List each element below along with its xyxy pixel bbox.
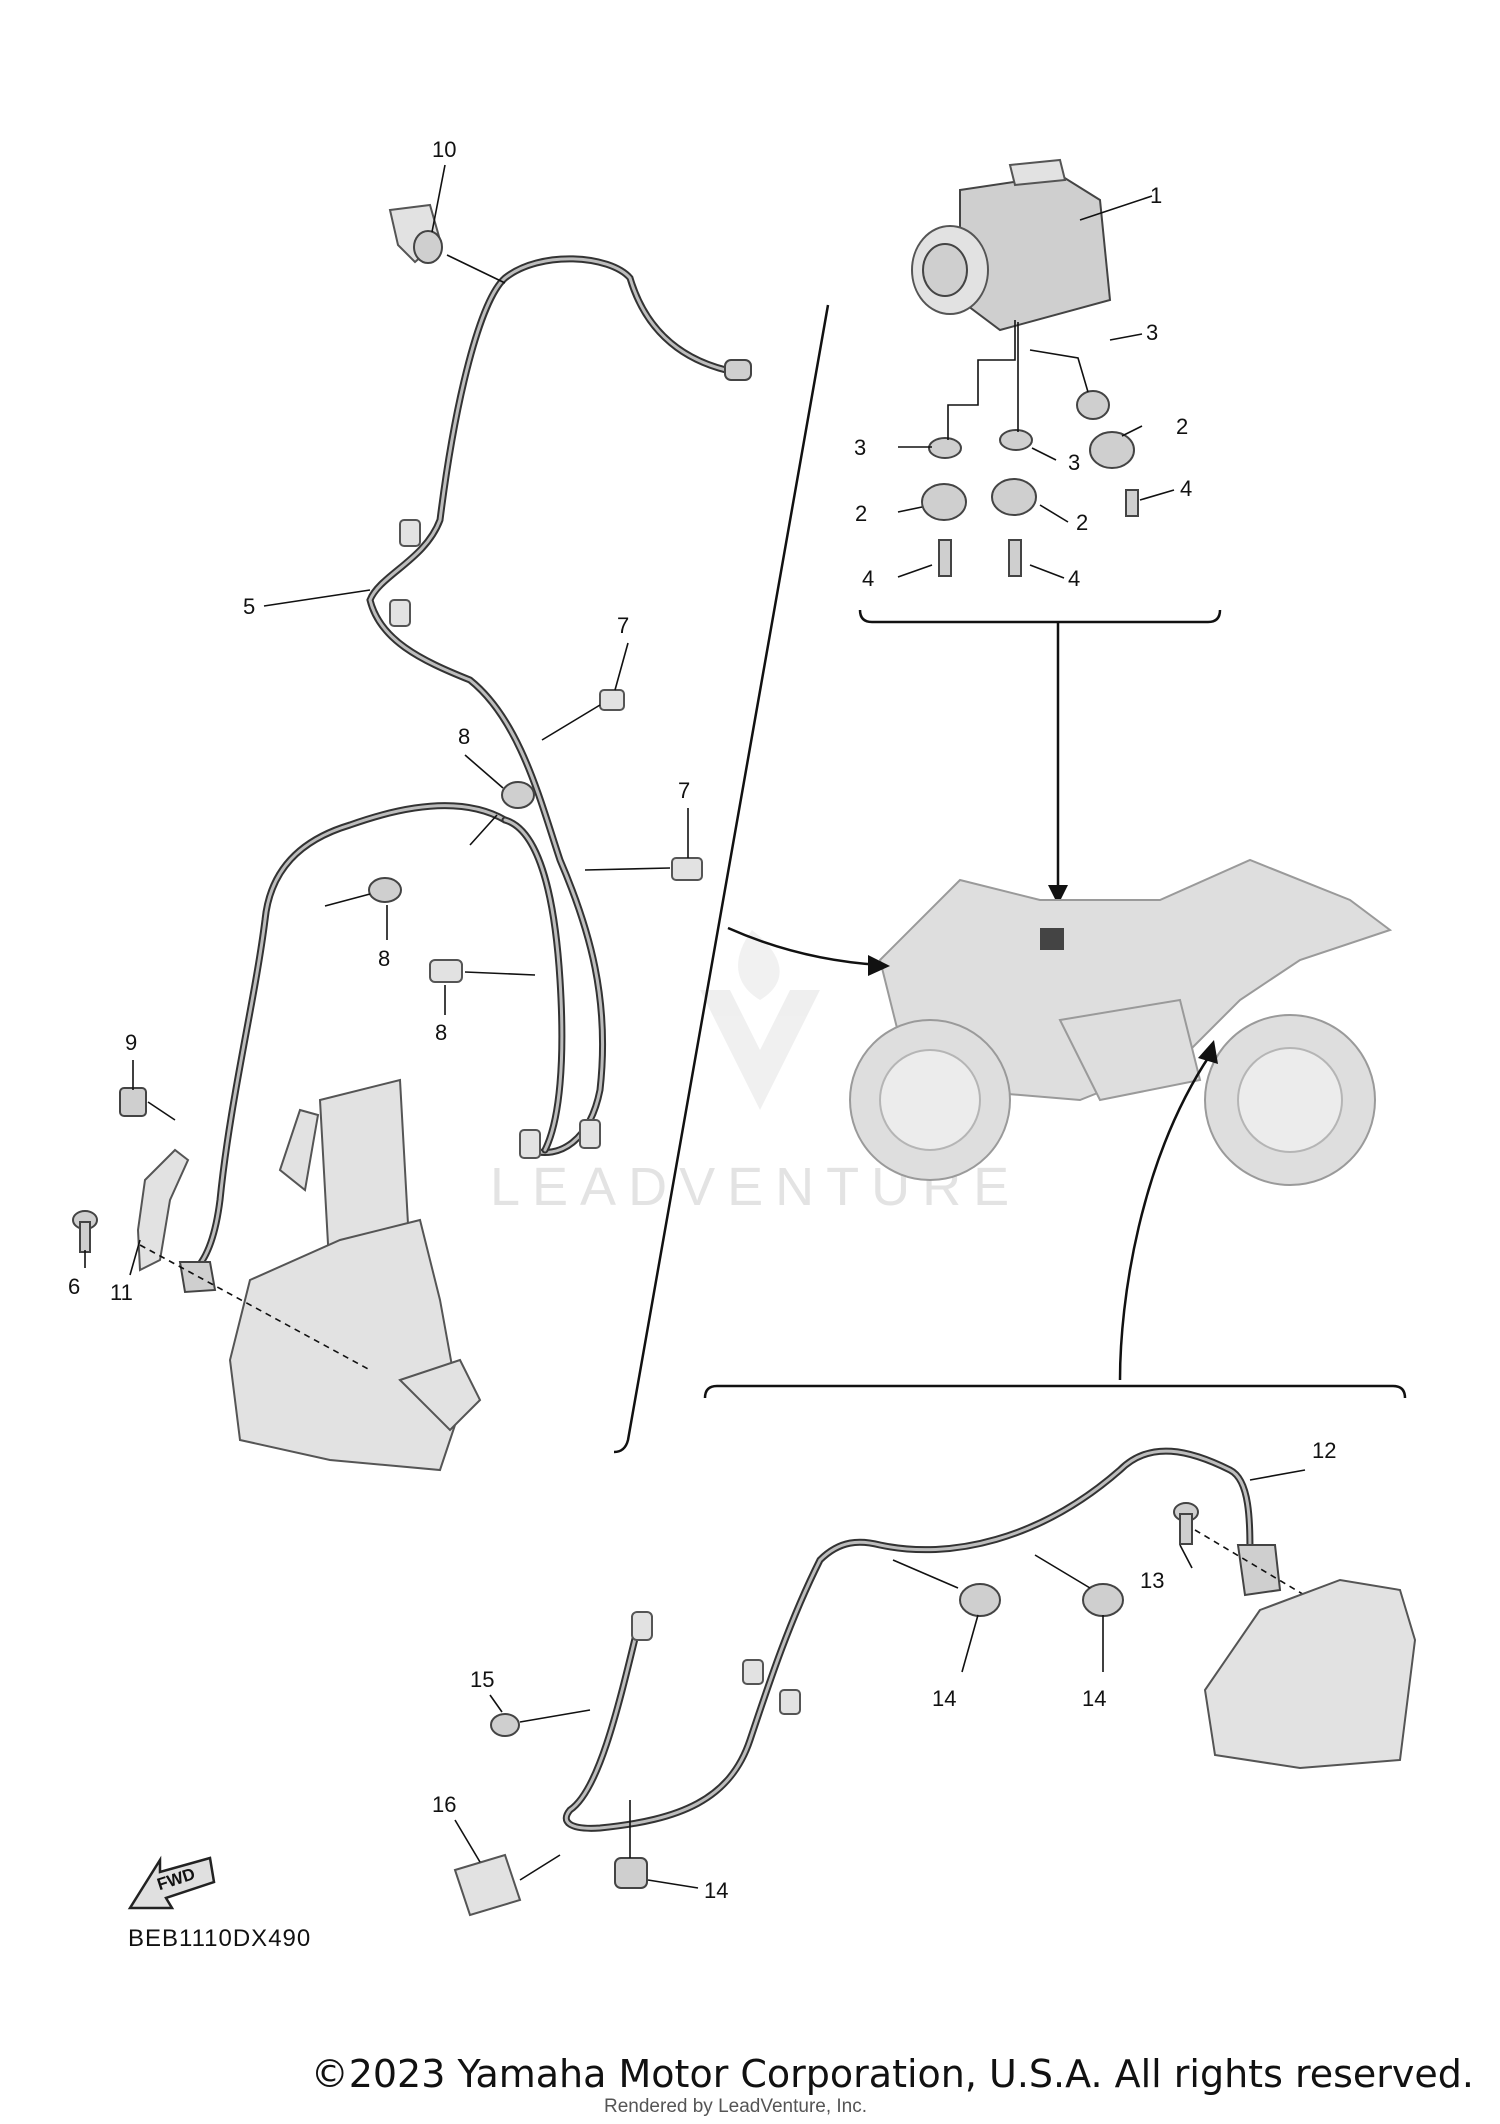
part-10-grommet [388, 203, 443, 264]
callout-5: 5 [243, 594, 255, 619]
abs-mount-parts [921, 390, 1139, 577]
copyright-notice: ©2023 Yamaha Motor Corporation, U.S.A. A… [310, 2052, 1474, 2096]
front-pointer-arrow [868, 955, 890, 976]
callout-3-left: 3 [854, 435, 866, 460]
callout-16: 16 [432, 1792, 456, 1817]
part-9-clamp [119, 1087, 147, 1117]
abs-pointer-arrow [1048, 885, 1068, 905]
part-14-clamp-b [1082, 1583, 1124, 1617]
front-fork-hub [228, 1078, 482, 1472]
part-8-grommet-b [368, 877, 402, 903]
part-6-bolt [72, 1210, 98, 1253]
callout-14-a: 14 [932, 1686, 956, 1711]
callout-9: 9 [125, 1030, 137, 1055]
callout-4-left: 4 [862, 566, 874, 591]
part-15-grommet [490, 1713, 520, 1737]
part-16-plate [453, 1853, 522, 1917]
part-13-bolt [1173, 1502, 1199, 1545]
rear-group-bracket [703, 1384, 1407, 1399]
part-8-grommet-a [501, 781, 535, 809]
callout-6: 6 [68, 1274, 80, 1299]
fwd-arrow-icon: FWD [127, 1855, 216, 1910]
callout-8-top: 8 [458, 724, 470, 749]
motorcycle-locator [849, 858, 1393, 1186]
section-divider [613, 304, 830, 1454]
callout-12: 12 [1312, 1438, 1336, 1463]
callout-14-b: 14 [1082, 1686, 1106, 1711]
front-wheel-sensor [178, 1261, 217, 1294]
callout-2-right: 2 [1176, 414, 1188, 439]
callout-10: 10 [432, 137, 456, 162]
callout-2-left: 2 [855, 501, 867, 526]
callout-13: 13 [1140, 1568, 1164, 1593]
part-1-hydraulic-unit [911, 158, 1112, 332]
rendered-by-credit: Rendered by LeadVenture, Inc. [604, 2096, 868, 2117]
callout-15: 15 [470, 1667, 494, 1692]
front-pointer-curve [727, 926, 881, 967]
callout-7-lower: 7 [678, 778, 690, 803]
callout-7-upper: 7 [617, 613, 629, 638]
part-12-rear-wheel-sensor-lead [562, 1447, 1254, 1832]
part-8-grommet-c [429, 959, 463, 983]
part-14-clamp-c [614, 1857, 648, 1889]
part-7-clip-upper [599, 689, 625, 711]
callout-3-top: 3 [1146, 320, 1158, 345]
callout-11: 11 [110, 1280, 133, 1305]
part-11-bracket [136, 1148, 190, 1272]
callout-4-mid: 4 [1068, 566, 1080, 591]
part-7-clip-lower [671, 857, 703, 881]
leadventure-watermark-logo [700, 930, 820, 1110]
leader-lines [84, 164, 1306, 1889]
callout-1: 1 [1150, 183, 1162, 208]
rear-pointer-curve [1118, 1054, 1212, 1381]
callout-2-mid: 2 [1076, 510, 1088, 535]
callout-8-mid: 8 [378, 946, 390, 971]
rear-wheel-sensor [1236, 1544, 1282, 1597]
callout-3-mid: 3 [1068, 450, 1080, 475]
drawing-code: BEB1110DX490 [128, 1925, 311, 1952]
rear-pointer-arrow [1198, 1040, 1218, 1064]
callout-14-c: 14 [704, 1878, 728, 1903]
abs-group-bracket [858, 609, 1222, 624]
part-14-clamp-a [959, 1583, 1001, 1617]
callout-8-low: 8 [435, 1020, 447, 1045]
callout-4-right: 4 [1180, 476, 1192, 501]
rear-hub-bracket [1203, 1578, 1417, 1770]
front-wheel-sensor-lead [191, 255, 752, 1274]
